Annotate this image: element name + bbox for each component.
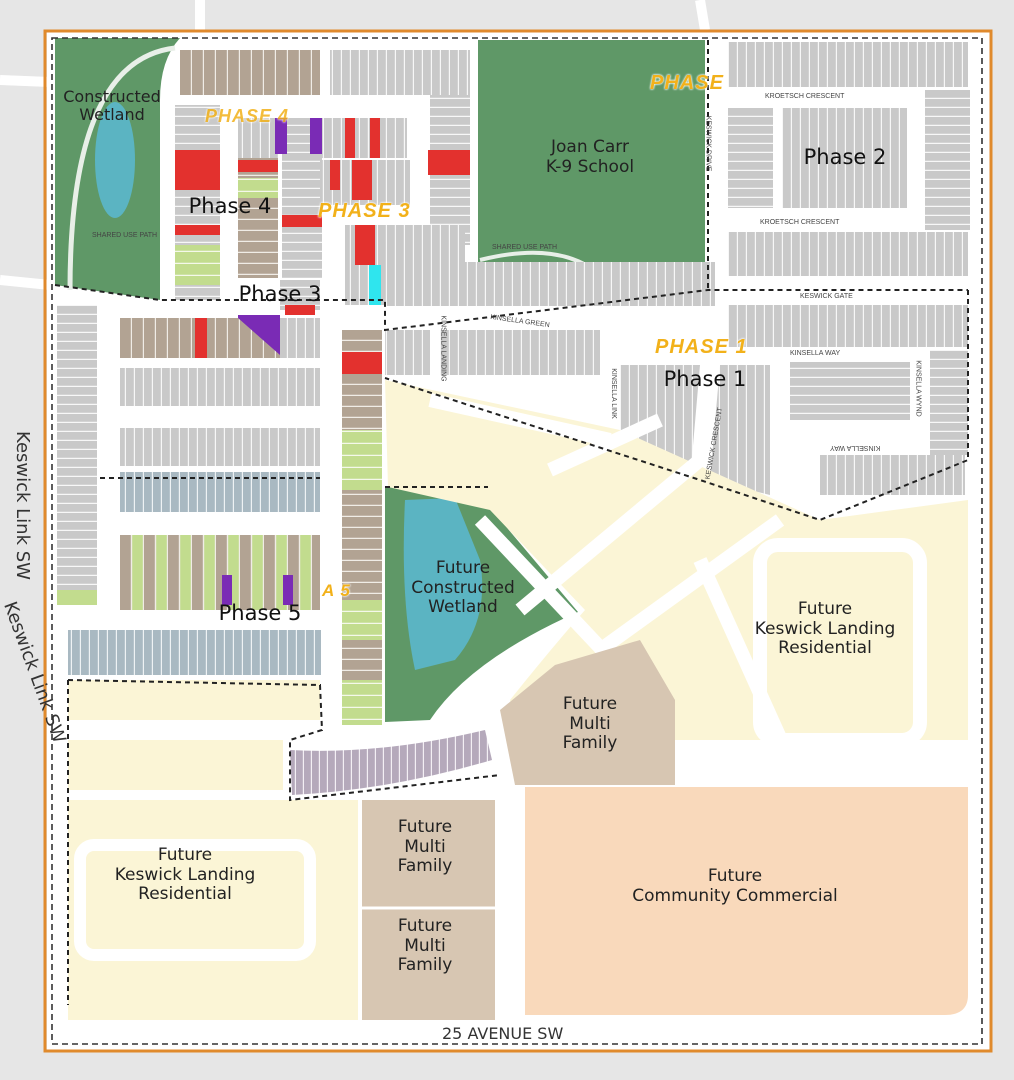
- street-kinsella-way-south: KINSELLA WAY: [830, 444, 881, 451]
- future-residential-east: [385, 380, 968, 740]
- street-kinsella-link: KINSELLA LINK: [609, 368, 617, 419]
- phase-1-tag: PHASE 1: [655, 336, 748, 358]
- street-kroetsch-north: KROETSCH CRESCENT: [765, 93, 845, 100]
- phase-3-tag: PHASE 3: [318, 200, 411, 222]
- nw-wetland-pond: [95, 102, 135, 218]
- street-shared-use-path-1: SHARED USE PATH: [92, 232, 158, 239]
- future-multi-family-1-label: Future Multi Family: [562, 694, 618, 754]
- phase-1-label: Phase 1: [663, 367, 747, 391]
- phase-4-tag: PHASE 4: [205, 106, 290, 126]
- curved-lot-row: [290, 730, 492, 795]
- phase-2-tag: PHASE: [650, 72, 724, 94]
- outside-roads: [0, 0, 710, 290]
- phase-3-label: Phase 3: [238, 282, 322, 306]
- phase5-lots: [120, 535, 320, 575]
- future-keswick-east-label: Future Keswick Landing Residential: [754, 599, 896, 659]
- future-multi-family-2-label: Future Multi Family: [397, 817, 453, 877]
- multi-family-south: [362, 800, 495, 1020]
- future-keswick-west-label: Future Keswick Landing Residential: [114, 845, 256, 905]
- constructed-wetland-label: Constructed Wetland: [63, 87, 161, 125]
- phase2-lots-north: [728, 42, 968, 87]
- street-shared-use-path-2: SHARED USE PATH: [492, 244, 558, 251]
- phase-5-tag: A 5: [322, 581, 351, 600]
- phase1-lots-north: [385, 262, 715, 306]
- street-kroetsch-south: KROETSCH CRESCENT: [760, 219, 840, 226]
- future-commercial-label: Future Community Commercial: [632, 866, 838, 906]
- joan-carr-school-label: Joan Carr K-9 School: [545, 137, 635, 177]
- street-keswick-gate: KESWICK GATE: [800, 293, 853, 300]
- street-keswick-drive: KESWICK DRIVE: [704, 115, 712, 172]
- future-multi-family-3-label: Future Multi Family: [397, 916, 453, 976]
- multi-family-north: [500, 640, 675, 785]
- phase-boundaries: [54, 40, 969, 1005]
- phase-2-label: Phase 2: [803, 145, 887, 169]
- phase-4-label: Phase 4: [188, 194, 272, 218]
- road-keswick-link-1: Keswick Link SW: [11, 431, 33, 580]
- future-wetland-pond: [403, 498, 483, 670]
- future-wetland-label: Future Constructed Wetland: [411, 558, 515, 618]
- future-residential-west: [68, 680, 320, 720]
- road-25-avenue-sw: 25 AVENUE SW: [442, 1024, 564, 1043]
- community-commercial: [525, 787, 968, 1015]
- site-boundary: [43, 29, 993, 1053]
- street-kinsella-landing: KINSELLA LANDING: [439, 315, 447, 382]
- phase-5-label: Phase 5: [218, 601, 302, 625]
- street-kinsella-wynd: KINSELLA WYND: [914, 360, 922, 417]
- phase2-lots-south: [728, 232, 968, 276]
- phase4-lots: [180, 50, 320, 95]
- cyan-lot: [369, 265, 381, 305]
- street-kinsella-way-north: KINSELLA WAY: [790, 350, 841, 357]
